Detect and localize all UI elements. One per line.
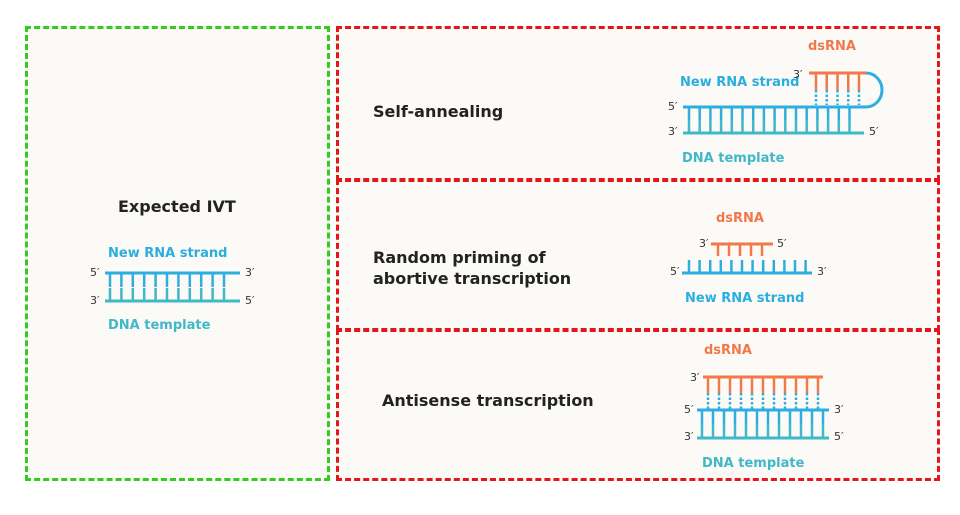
expected-dna-label: DNA template	[108, 318, 211, 333]
expected-rna-label: New RNA strand	[108, 246, 228, 261]
antisense-panel	[336, 329, 940, 481]
self-annealing-panel	[336, 26, 940, 181]
random-priming-rna-label: New RNA strand	[685, 291, 805, 306]
antisense-top-left-end: 3′	[690, 371, 700, 384]
expected-top-right-end: 3′	[245, 266, 255, 279]
random-priming-long-right-end: 3′	[817, 265, 827, 278]
self-annealing-title: Self-annealing	[373, 102, 504, 121]
antisense-mid-left-end: 5′	[684, 403, 694, 416]
random-priming-dsrna-label: dsRNA	[716, 211, 764, 226]
expected-ivt-panel	[25, 26, 330, 481]
self-annealing-top-left-end: 5′	[668, 100, 678, 113]
antisense-mid-right-end: 3′	[834, 403, 844, 416]
expected-bottom-right-end: 5′	[245, 294, 255, 307]
random-priming-title-line2: abortive transcription	[373, 269, 572, 288]
random-priming-title-line1: Random priming of	[373, 248, 546, 267]
self-annealing-hairpin-end: 3′	[793, 68, 803, 81]
antisense-dna-label: DNA template	[702, 456, 805, 471]
antisense-bottom-right-end: 5′	[834, 430, 844, 443]
self-annealing-bottom-left-end: 3′	[668, 125, 678, 138]
self-annealing-dna-label: DNA template	[682, 151, 785, 166]
antisense-dsrna-label: dsRNA	[704, 343, 752, 358]
expected-top-left-end: 5′	[90, 266, 100, 279]
self-annealing-rna-label: New RNA strand	[680, 75, 800, 90]
antisense-title: Antisense transcription	[382, 391, 594, 410]
random-priming-short-left-end: 3′	[699, 237, 709, 250]
self-annealing-hairpin-loop	[865, 71, 884, 109]
expected-ivt-title: Expected IVT	[118, 197, 236, 216]
expected-bottom-left-end: 3′	[90, 294, 100, 307]
self-annealing-bottom-right-end: 5′	[869, 125, 879, 138]
antisense-bottom-left-end: 3′	[684, 430, 694, 443]
self-annealing-dsrna-label: dsRNA	[808, 39, 856, 54]
random-priming-long-left-end: 5′	[670, 265, 680, 278]
random-priming-short-right-end: 5′	[777, 237, 787, 250]
